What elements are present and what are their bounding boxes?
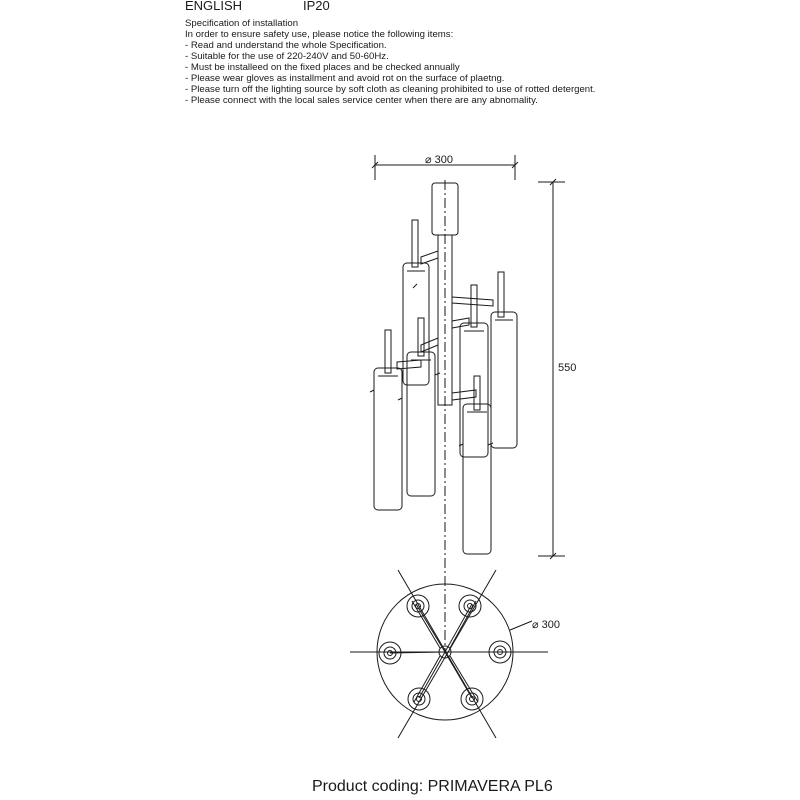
pendant-tube — [490, 271, 518, 449]
spec-line: - Suitable for the use of 220-240V and 5… — [185, 51, 389, 62]
pendant-tube — [369, 329, 403, 511]
plan-diameter-label: ⌀ 300 — [532, 619, 560, 631]
top-diameter-label: ⌀ 300 — [425, 154, 453, 166]
arms — [396, 250, 494, 401]
pendant-tube — [458, 375, 492, 555]
top-diameter-dimension — [371, 155, 519, 180]
canopy — [431, 182, 459, 236]
spec-line: - Please wear gloves as installment and … — [185, 73, 505, 84]
height-dimension — [538, 178, 565, 560]
ip-rating: IP20 — [303, 0, 330, 13]
language-label: ENGLISH — [185, 0, 243, 13]
spec-line: - Please connect with the local sales se… — [185, 95, 538, 106]
spec-line: In order to ensure safety use, please no… — [185, 29, 454, 40]
pendant-tube — [406, 317, 441, 497]
product-coding: Product coding: PRIMAVERA PL6 — [312, 778, 553, 795]
spec-line: Specification of installation — [185, 18, 299, 29]
language-row: ENGLISH IP20 — [185, 0, 330, 13]
spec-line: - Please turn off the lighting source by… — [185, 84, 596, 95]
plan-view — [350, 569, 548, 739]
specification-text: Specification of installation In order t… — [185, 18, 595, 106]
pendant-tube — [402, 219, 430, 386]
spec-line: - Must be installeed on the fixed places… — [185, 62, 460, 73]
pendant-tube — [459, 284, 494, 458]
height-label: 550 — [558, 362, 576, 374]
spec-line: - Read and understand the whole Specific… — [185, 40, 387, 51]
